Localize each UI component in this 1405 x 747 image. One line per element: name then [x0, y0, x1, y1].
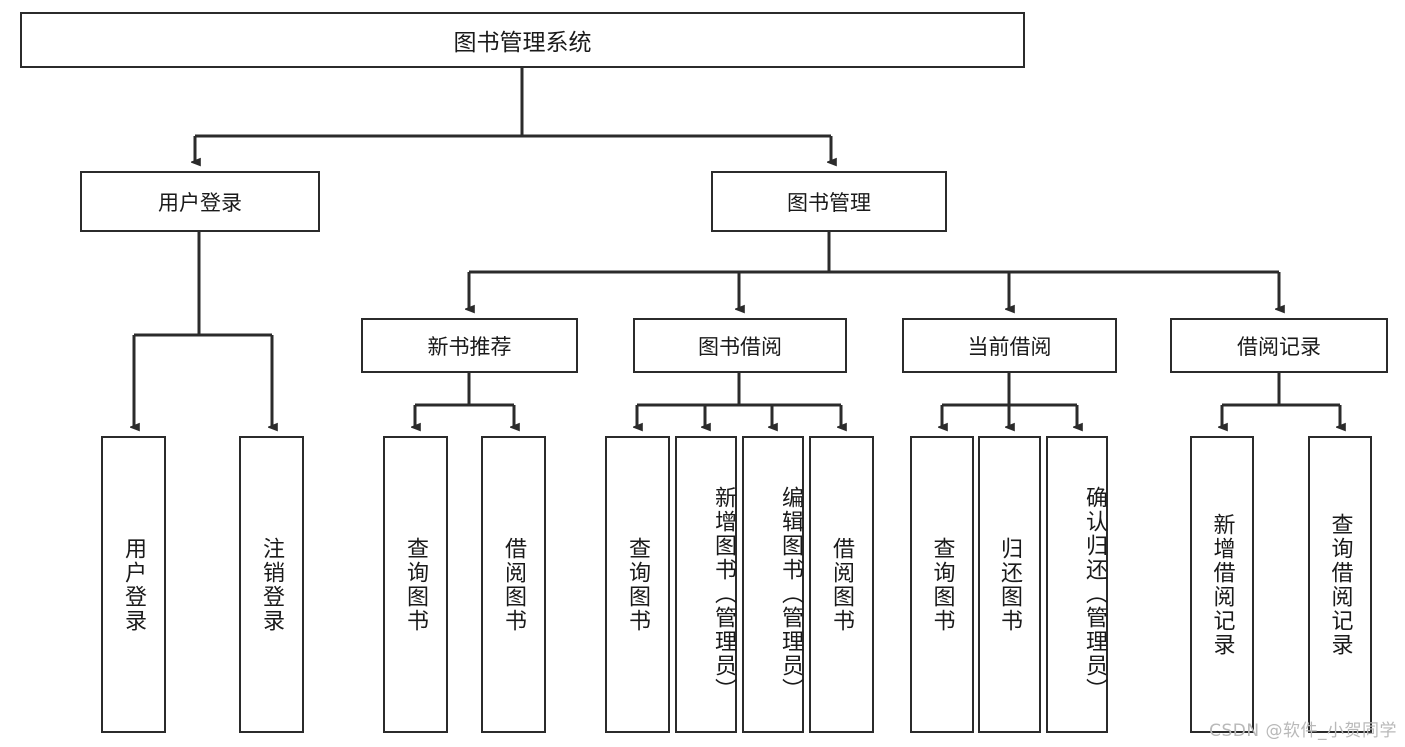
- node-label: 新书推荐: [427, 334, 512, 359]
- node-root-system[interactable]: 图书管理系统: [20, 12, 1025, 68]
- node-label: 借阅记录: [1237, 334, 1321, 359]
- node-current-borrow[interactable]: 当前借阅: [902, 318, 1117, 373]
- leaf-label: 新增借阅记录: [1209, 512, 1235, 657]
- leaf-label: 归还图书: [997, 536, 1023, 633]
- leaf-label: 查询图书: [403, 536, 429, 633]
- leaf-label: 注销登录: [259, 536, 285, 633]
- node-label: 用户登录: [158, 190, 242, 215]
- leaf-label: 查询图书: [625, 536, 651, 633]
- leaf-borrow-edit-book-admin[interactable]: 编辑图书（管理员）: [742, 436, 804, 733]
- node-label: 当前借阅: [967, 334, 1052, 359]
- leaf-records-add-record[interactable]: 新增借阅记录: [1190, 436, 1254, 733]
- leaf-label: 新增图书（管理员）: [711, 485, 736, 702]
- leaf-current-query-book[interactable]: 查询图书: [910, 436, 974, 733]
- leaf-borrow-add-book-admin[interactable]: 新增图书（管理员）: [675, 436, 737, 733]
- leaf-label: 编辑图书（管理员）: [778, 485, 803, 702]
- leaf-borrow-query-book[interactable]: 查询图书: [605, 436, 670, 733]
- leaf-label: 用户登录: [121, 536, 147, 633]
- node-book-borrow[interactable]: 图书借阅: [633, 318, 847, 373]
- leaf-records-query-record[interactable]: 查询借阅记录: [1308, 436, 1372, 733]
- node-label: 图书管理系统: [453, 30, 592, 56]
- leaf-recommend-query-book[interactable]: 查询图书: [383, 436, 448, 733]
- node-label: 图书管理: [787, 190, 871, 215]
- leaf-label: 查询借阅记录: [1327, 512, 1353, 657]
- node-borrow-records[interactable]: 借阅记录: [1170, 318, 1388, 373]
- node-label: 图书借阅: [698, 334, 782, 359]
- leaf-user-logout-action[interactable]: 注销登录: [239, 436, 304, 733]
- watermark-text: CSDN @软件_小贺同学: [1209, 721, 1397, 741]
- leaf-recommend-borrow-book[interactable]: 借阅图书: [481, 436, 546, 733]
- leaf-label: 查询图书: [929, 536, 955, 633]
- node-new-book-recommend[interactable]: 新书推荐: [361, 318, 578, 373]
- leaf-label: 借阅图书: [829, 536, 855, 633]
- leaf-user-login-action[interactable]: 用户登录: [101, 436, 166, 733]
- leaf-borrow-borrow-book[interactable]: 借阅图书: [809, 436, 874, 733]
- node-user-login[interactable]: 用户登录: [80, 171, 320, 232]
- leaf-current-confirm-return-admin[interactable]: 确认归还（管理员）: [1046, 436, 1108, 733]
- node-book-management[interactable]: 图书管理: [711, 171, 947, 232]
- leaf-label: 确认归还（管理员）: [1082, 485, 1107, 702]
- leaf-current-return-book[interactable]: 归还图书: [978, 436, 1041, 733]
- leaf-label: 借阅图书: [501, 536, 527, 633]
